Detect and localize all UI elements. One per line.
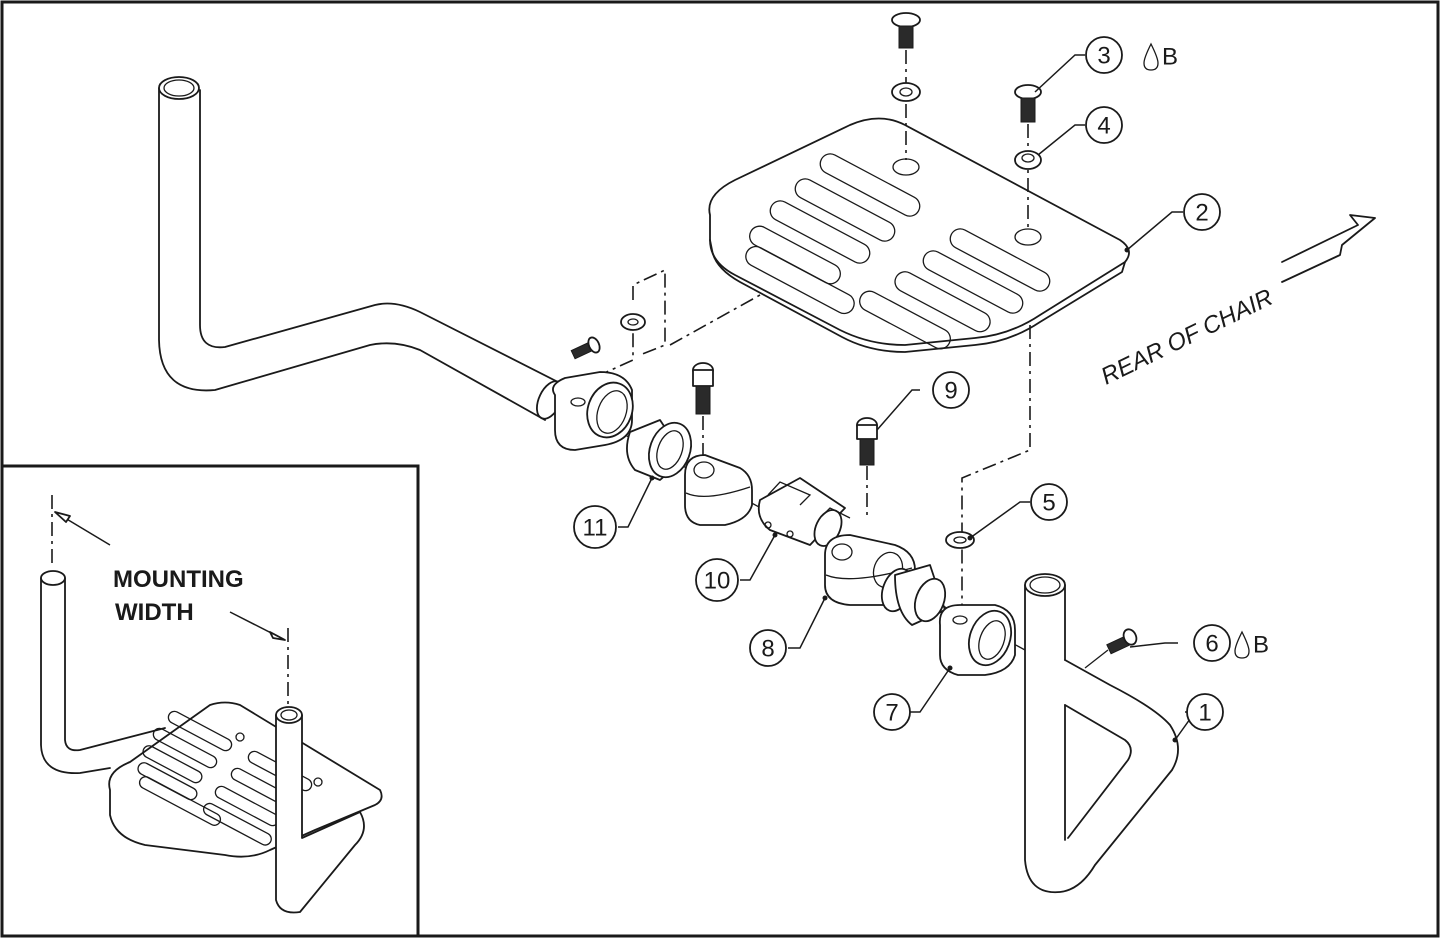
screw-6 [1084, 628, 1138, 669]
svg-text:6: 6 [1205, 631, 1218, 658]
spacer-right [880, 564, 947, 626]
svg-text:B: B [1162, 44, 1178, 71]
clamp-left [552, 371, 634, 451]
rear-of-chair-label: REAR OF CHAIR [1097, 284, 1277, 391]
drop-icon [1143, 42, 1159, 71]
svg-text:4: 4 [1097, 113, 1110, 140]
spacer-left [626, 419, 692, 481]
washer-4 [1014, 150, 1042, 170]
right-hanger-tube [1024, 573, 1179, 894]
svg-text:3: 3 [1097, 43, 1110, 70]
plate-slots [745, 153, 1051, 350]
callout-7: 7 [873, 693, 911, 731]
mounting-label-line1: MOUNTING [113, 566, 244, 593]
centerline-plate [669, 294, 761, 346]
screw-top-1 [891, 12, 921, 160]
dimension-arrow-right [269, 631, 286, 641]
mounting-width-inset: MOUNTING WIDTH [0, 464, 420, 938]
callout-9: 9 [932, 371, 970, 409]
svg-text:11: 11 [583, 515, 608, 542]
svg-text:7: 7 [885, 700, 898, 727]
callout-4: 4 [1085, 106, 1123, 144]
callout-6: 6 B [1193, 624, 1269, 662]
callout-1: 1 [1186, 693, 1224, 731]
clamp-center [684, 454, 753, 526]
callout-10: 10 [695, 558, 739, 602]
washer-5 [945, 531, 975, 549]
clamp-7 [938, 604, 1016, 676]
dimension-arrow-left [54, 511, 71, 523]
callout-5: 5 [1030, 483, 1068, 521]
svg-text:8: 8 [761, 636, 774, 663]
svg-text:2: 2 [1195, 200, 1208, 227]
screw-3 [1014, 84, 1042, 232]
centerline-left-2 [574, 330, 634, 396]
centerline-left [632, 268, 666, 356]
drop-icon [1234, 630, 1250, 659]
callout-11: 11 [573, 505, 617, 549]
callout-8: 8 [749, 629, 787, 667]
foot-plate [708, 117, 1130, 353]
callout-3: 3 B [1085, 36, 1178, 74]
left-hanger-tube [158, 76, 564, 421]
mounting-label-line2: WIDTH [115, 599, 194, 626]
centerline-right [961, 325, 1031, 620]
callout-2: 2 [1183, 193, 1221, 231]
rear-of-chair-indicator: REAR OF CHAIR [1097, 214, 1376, 391]
svg-text:5: 5 [1042, 490, 1055, 517]
svg-text:9: 9 [944, 378, 957, 405]
screw-9 [856, 417, 878, 520]
washer-left [620, 313, 646, 331]
screw-left [570, 336, 601, 360]
screw-center-top [692, 362, 714, 470]
svg-text:1: 1 [1198, 700, 1211, 727]
pin-10 [757, 477, 851, 547]
svg-text:B: B [1253, 632, 1269, 659]
svg-text:10: 10 [704, 568, 731, 595]
